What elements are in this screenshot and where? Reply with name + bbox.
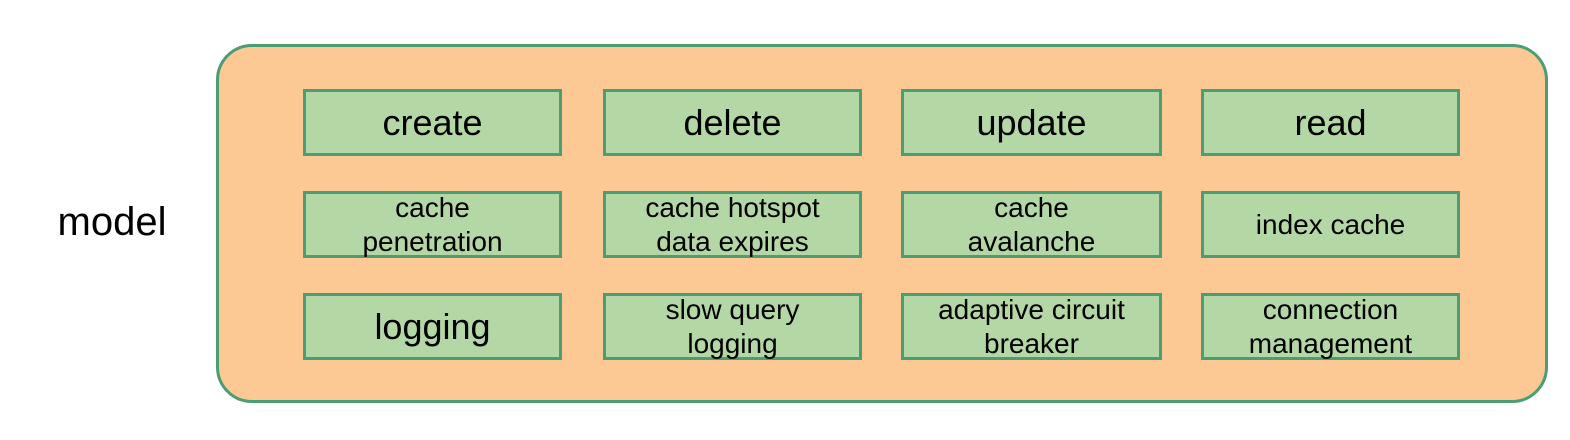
node-cache-penetration[interactable]: cache penetration — [303, 191, 562, 258]
cache-row: cache penetration cache hotspot data exp… — [219, 191, 1545, 258]
node-logging[interactable]: logging — [303, 293, 562, 360]
node-label: connection management — [1248, 293, 1413, 359]
node-read[interactable]: read — [1201, 89, 1460, 156]
model-rows: create delete update read cache penetrat… — [219, 47, 1545, 400]
node-label: index cache — [1255, 208, 1406, 240]
node-label: cache hotspot data expires — [645, 191, 820, 257]
node-label: adaptive circuit breaker — [938, 293, 1125, 359]
node-label: update — [976, 101, 1087, 143]
node-connection-management[interactable]: connection management — [1201, 293, 1460, 360]
node-label: logging — [374, 305, 491, 347]
node-label: slow query logging — [665, 293, 800, 359]
model-container: create delete update read cache penetrat… — [216, 44, 1548, 403]
node-label: create — [382, 101, 483, 143]
node-slow-query-logging[interactable]: slow query logging — [603, 293, 862, 360]
node-cache-hotspot-data-expires[interactable]: cache hotspot data expires — [603, 191, 862, 258]
node-adaptive-circuit-breaker[interactable]: adaptive circuit breaker — [901, 293, 1162, 360]
node-index-cache[interactable]: index cache — [1201, 191, 1460, 258]
node-label: cache penetration — [362, 191, 503, 257]
node-update[interactable]: update — [901, 89, 1162, 156]
operations-row: create delete update read — [219, 89, 1545, 156]
node-label: cache avalanche — [967, 191, 1096, 257]
node-label: delete — [683, 101, 782, 143]
node-delete[interactable]: delete — [603, 89, 862, 156]
node-label: read — [1294, 101, 1367, 143]
node-create[interactable]: create — [303, 89, 562, 156]
reliability-row: logging slow query logging adaptive circ… — [219, 293, 1545, 360]
node-cache-avalanche[interactable]: cache avalanche — [901, 191, 1162, 258]
group-label-model: model — [57, 200, 167, 244]
